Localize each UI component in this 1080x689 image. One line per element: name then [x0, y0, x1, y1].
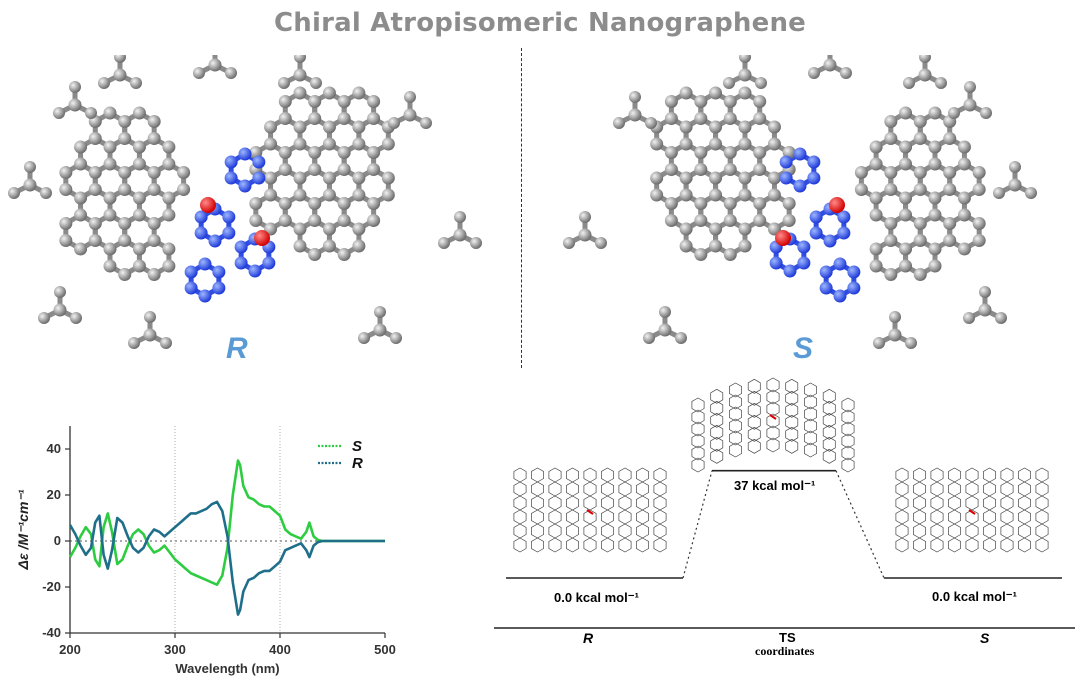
connector-ts-s: [835, 470, 885, 579]
r-energy-label: 0.0 kcal mol⁻¹: [554, 590, 639, 605]
energy-profile-diagram: [494, 377, 1075, 629]
x-tick-label: 300: [164, 642, 186, 657]
ts-energy-label: 37 kcal mol⁻¹: [734, 478, 816, 493]
page-title: Chiral Atropisomeric Nanographene: [273, 8, 806, 38]
ts-conformer-sketch: [691, 377, 855, 473]
y-tick-label: 0: [54, 533, 61, 548]
y-tick-label: -40: [42, 625, 61, 640]
y-tick-label: 40: [47, 441, 61, 456]
r-enantiomer-molecule: [8, 55, 482, 349]
x-tick-label: 500: [374, 642, 396, 657]
energy-x-axis-label: coordinates: [755, 644, 815, 658]
cd-series-s-line: [68, 459, 385, 586]
legend-label-r: R: [352, 455, 363, 472]
r-config-label: R: [226, 332, 248, 365]
s-conformer-sketch: [895, 467, 1049, 553]
x-tick-label: 200: [59, 642, 81, 657]
connector-r-ts: [682, 470, 713, 579]
s-energy-label: 0.0 kcal mol⁻¹: [932, 589, 1017, 604]
coord-label-s: S: [980, 630, 990, 646]
mirror-divider: [521, 48, 522, 368]
r-conformer-sketch: [513, 467, 667, 553]
s-enantiomer-molecule: [563, 55, 1037, 349]
x-tick-label: 400: [269, 642, 291, 657]
cd-y-axis-label: Δε /M⁻¹cm⁻¹: [15, 489, 31, 570]
y-tick-label: 20: [47, 487, 61, 502]
coord-label-ts: TS: [779, 630, 796, 645]
y-tick-label: -20: [42, 579, 61, 594]
legend-label-s: S: [352, 438, 362, 455]
cd-series-r-line: [68, 500, 385, 616]
coord-label-r: R: [583, 630, 594, 646]
cd-x-axis-label: Wavelength (nm): [175, 661, 279, 676]
s-config-label: S: [793, 332, 814, 365]
